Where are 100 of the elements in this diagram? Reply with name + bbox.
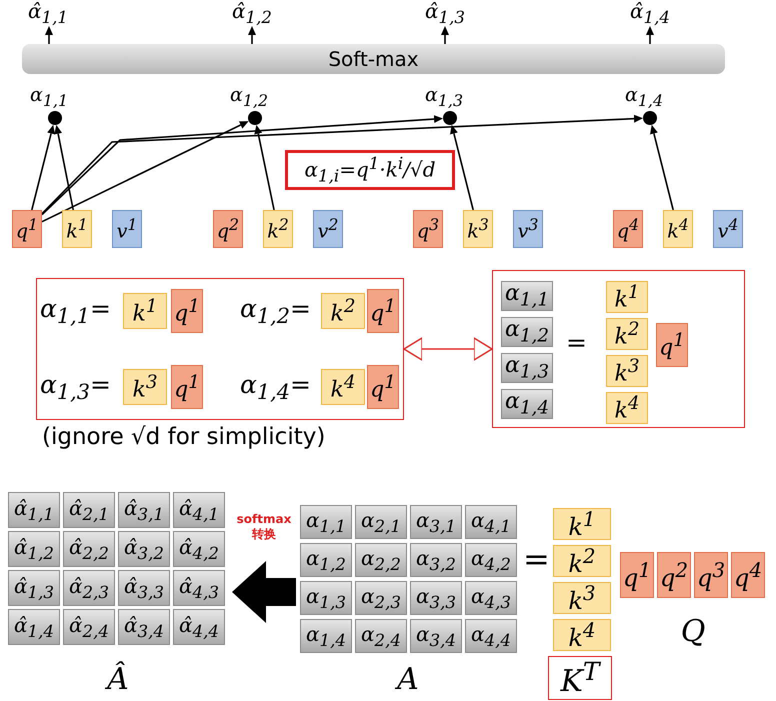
node-label: α$_{1,2}$	[230, 84, 268, 110]
key-vector-box: k$^{3}$	[463, 210, 493, 248]
output-label: α̂$_{1,4}$	[622, 0, 678, 26]
matrix-label: Â	[107, 663, 129, 696]
value-vector-box: v$^{4}$	[713, 210, 743, 248]
dot	[248, 111, 262, 125]
matrix-label: K$^{T}$	[548, 656, 612, 700]
matrix-cell: α$_{3,1}$	[410, 505, 462, 539]
query-vector-box: q$^{1}$	[620, 552, 654, 598]
matrix-cell: α̂$_{3,2}$	[118, 531, 170, 567]
formula-box: α$_{1,i}$=q$^{1}$·k$^{i}$/√d	[285, 150, 455, 190]
dot	[643, 111, 657, 125]
matrix-cell: α̂$_{4,2}$	[173, 531, 225, 567]
key-vector-box: k$^{3}$	[123, 369, 167, 405]
value-vector-box: v$^{1}$	[112, 210, 142, 248]
note-text: (ignore √d for simplicity)	[42, 424, 326, 450]
matrix-cell: α̂$_{1,3}$	[8, 570, 60, 606]
query-vector-box: q$^{2}$	[213, 210, 243, 248]
matrix-cell: α$_{2,1}$	[355, 505, 407, 539]
key-vector-box: k$^{1}$	[553, 508, 611, 540]
query-vector-box: q$^{1}$	[367, 289, 399, 333]
arrow	[441, 26, 449, 44]
query-vector-box: q$^{4}$	[613, 210, 643, 248]
matrix-cell: α̂$_{4,4}$	[173, 609, 225, 645]
matrix-cell: α$_{1,1}$	[501, 281, 553, 311]
key-vector-box: k$^{1}$	[123, 293, 167, 329]
key-vector-box: k$^{4}$	[553, 619, 611, 651]
key-vector-box: k$^{2}$	[321, 293, 365, 329]
query-vector-box: q$^{3}$	[413, 210, 443, 248]
key-vector-box: k$^{3}$	[553, 582, 611, 614]
matrix-cell: α̂$_{4,3}$	[173, 570, 225, 606]
equation-text: =	[523, 540, 550, 578]
arrow	[42, 121, 249, 222]
block-arrow	[232, 561, 296, 623]
equation-text: α$_{1,3}$=	[40, 370, 111, 404]
arrow	[41, 115, 444, 216]
matrix-label: A	[397, 663, 419, 696]
matrix-cell: α$_{3,4}$	[410, 619, 462, 653]
key-vector-box: k$^{4}$	[321, 369, 365, 405]
matrix-cell: α$_{2,3}$	[355, 581, 407, 615]
key-vector-box: k$^{1}$	[62, 210, 92, 248]
matrix-cell: α̂$_{1,4}$	[8, 609, 60, 645]
query-vector-box: q$^{3}$	[694, 552, 728, 598]
key-vector-box: k$^{2}$	[606, 318, 648, 350]
equation-text: =	[566, 328, 587, 357]
key-vector-box: k$^{1}$	[606, 281, 648, 313]
arrow	[41, 114, 643, 214]
node-label: α$_{1,1}$	[30, 84, 68, 110]
query-vector-box: q$^{1}$	[656, 323, 688, 367]
matrix-cell: α$_{1,3}$	[300, 581, 352, 615]
query-vector-box: q$^{1}$	[171, 289, 203, 333]
node-label: α$_{1,4}$	[625, 84, 664, 110]
matrix-cell: α$_{2,4}$	[355, 619, 407, 653]
output-label: α̂$_{1,3}$	[417, 0, 473, 26]
matrix-cell: α̂$_{2,2}$	[63, 531, 115, 567]
matrix-cell: α̂$_{4,1}$	[173, 492, 225, 528]
equation-text: α$_{1,1}$=	[40, 294, 111, 328]
output-label: α̂$_{1,1}$	[20, 0, 76, 26]
matrix-cell: α̂$_{2,3}$	[63, 570, 115, 606]
arrow	[650, 124, 674, 210]
matrix-cell: α̂$_{1,1}$	[8, 492, 60, 528]
node-label: α$_{1,3}$	[425, 84, 464, 110]
key-vector-box: k$^{2}$	[553, 545, 611, 577]
equation-text: α$_{1,4}$=	[240, 370, 311, 404]
matrix-cell: α$_{3,2}$	[410, 543, 462, 577]
query-vector-box: q$^{2}$	[657, 552, 691, 598]
matrix-label: Q	[680, 615, 706, 648]
matrix-cell: α$_{3,3}$	[410, 581, 462, 615]
query-vector-box: q$^{4}$	[731, 552, 765, 598]
matrix-cell: α$_{1,1}$	[300, 505, 352, 539]
matrix-cell: α$_{1,2}$	[300, 543, 352, 577]
matrix-cell: α̂$_{3,1}$	[118, 492, 170, 528]
matrix-cell: α̂$_{3,3}$	[118, 570, 170, 606]
matrix-cell: α̂$_{3,4}$	[118, 609, 170, 645]
equation-panel	[36, 278, 404, 420]
matrix-cell: α$_{4,1}$	[465, 505, 517, 539]
matrix-cell: α̂$_{1,2}$	[8, 531, 60, 567]
query-vector-box: q$^{1}$	[367, 365, 399, 409]
matrix-cell: α$_{1,2}$	[501, 317, 553, 347]
key-vector-box: k$^{3}$	[606, 355, 648, 387]
arrow	[45, 26, 53, 44]
matrix-cell: α$_{1,4}$	[501, 389, 553, 419]
output-label: α̂$_{1,2}$	[224, 0, 280, 26]
double-arrow	[403, 337, 493, 361]
key-vector-box: k$^{2}$	[263, 210, 293, 248]
edge-label: softmax 转换	[236, 512, 292, 543]
matrix-cell: α̂$_{2,1}$	[63, 492, 115, 528]
query-vector-box: q$^{1}$	[171, 365, 203, 409]
matrix-cell: α$_{1,4}$	[300, 619, 352, 653]
arrow	[646, 26, 654, 44]
matrix-cell: α$_{4,3}$	[465, 581, 517, 615]
query-vector-box: q$^{1}$	[12, 210, 42, 248]
arrow	[54, 124, 74, 210]
arrow	[248, 26, 256, 44]
softmax-band: Soft-max	[22, 44, 725, 74]
arrow	[31, 124, 55, 210]
arrow	[254, 124, 275, 210]
matrix-cell: α̂$_{2,4}$	[63, 609, 115, 645]
arrow	[450, 124, 474, 210]
key-vector-box: k$^{4}$	[606, 392, 648, 424]
